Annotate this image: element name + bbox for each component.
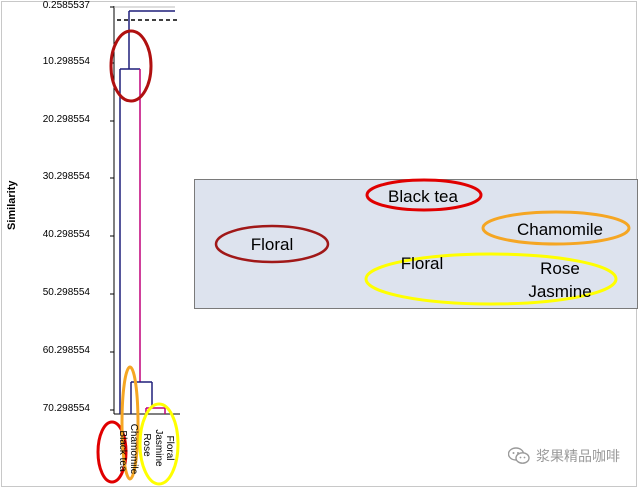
y-tick-label: 70.298554 xyxy=(42,403,90,414)
table-middle-label: Floral xyxy=(400,254,444,273)
table-jasmine-label: Jasmine xyxy=(528,282,592,301)
table-left-label: Floral xyxy=(250,235,294,254)
highlight-ellipse-orange xyxy=(481,210,631,246)
y-tick-label: 60.298554 xyxy=(42,345,90,356)
watermark-text: 浆果精品咖啡 xyxy=(536,448,620,464)
highlight-ellipse-darkred xyxy=(214,224,330,264)
y-tick-label: 20.298554 xyxy=(42,114,90,125)
highlight-ellipse-red xyxy=(365,178,483,212)
highlight-ellipse-yellow xyxy=(138,402,180,486)
highlight-ellipse-yellow xyxy=(364,252,618,306)
y-tick-label: 0.2585537 xyxy=(42,0,90,11)
y-tick-label: 30.298554 xyxy=(42,171,90,182)
table-chamomile-label: Chamomile xyxy=(517,220,603,239)
y-tick-label: 10.298554 xyxy=(42,56,90,67)
highlight-ellipse-red xyxy=(96,420,128,484)
wechat-icon xyxy=(508,447,530,464)
table-black-tea-label: Black tea xyxy=(388,187,458,206)
highlight-ellipse-red xyxy=(109,29,153,103)
table-rose-label: Rose xyxy=(540,259,580,278)
y-tick-label: 40.298554 xyxy=(42,229,90,240)
watermark: 浆果精品咖啡 xyxy=(508,446,620,466)
highlight-ellipse-orange xyxy=(120,365,140,481)
y-tick-label: 50.298554 xyxy=(42,287,90,298)
